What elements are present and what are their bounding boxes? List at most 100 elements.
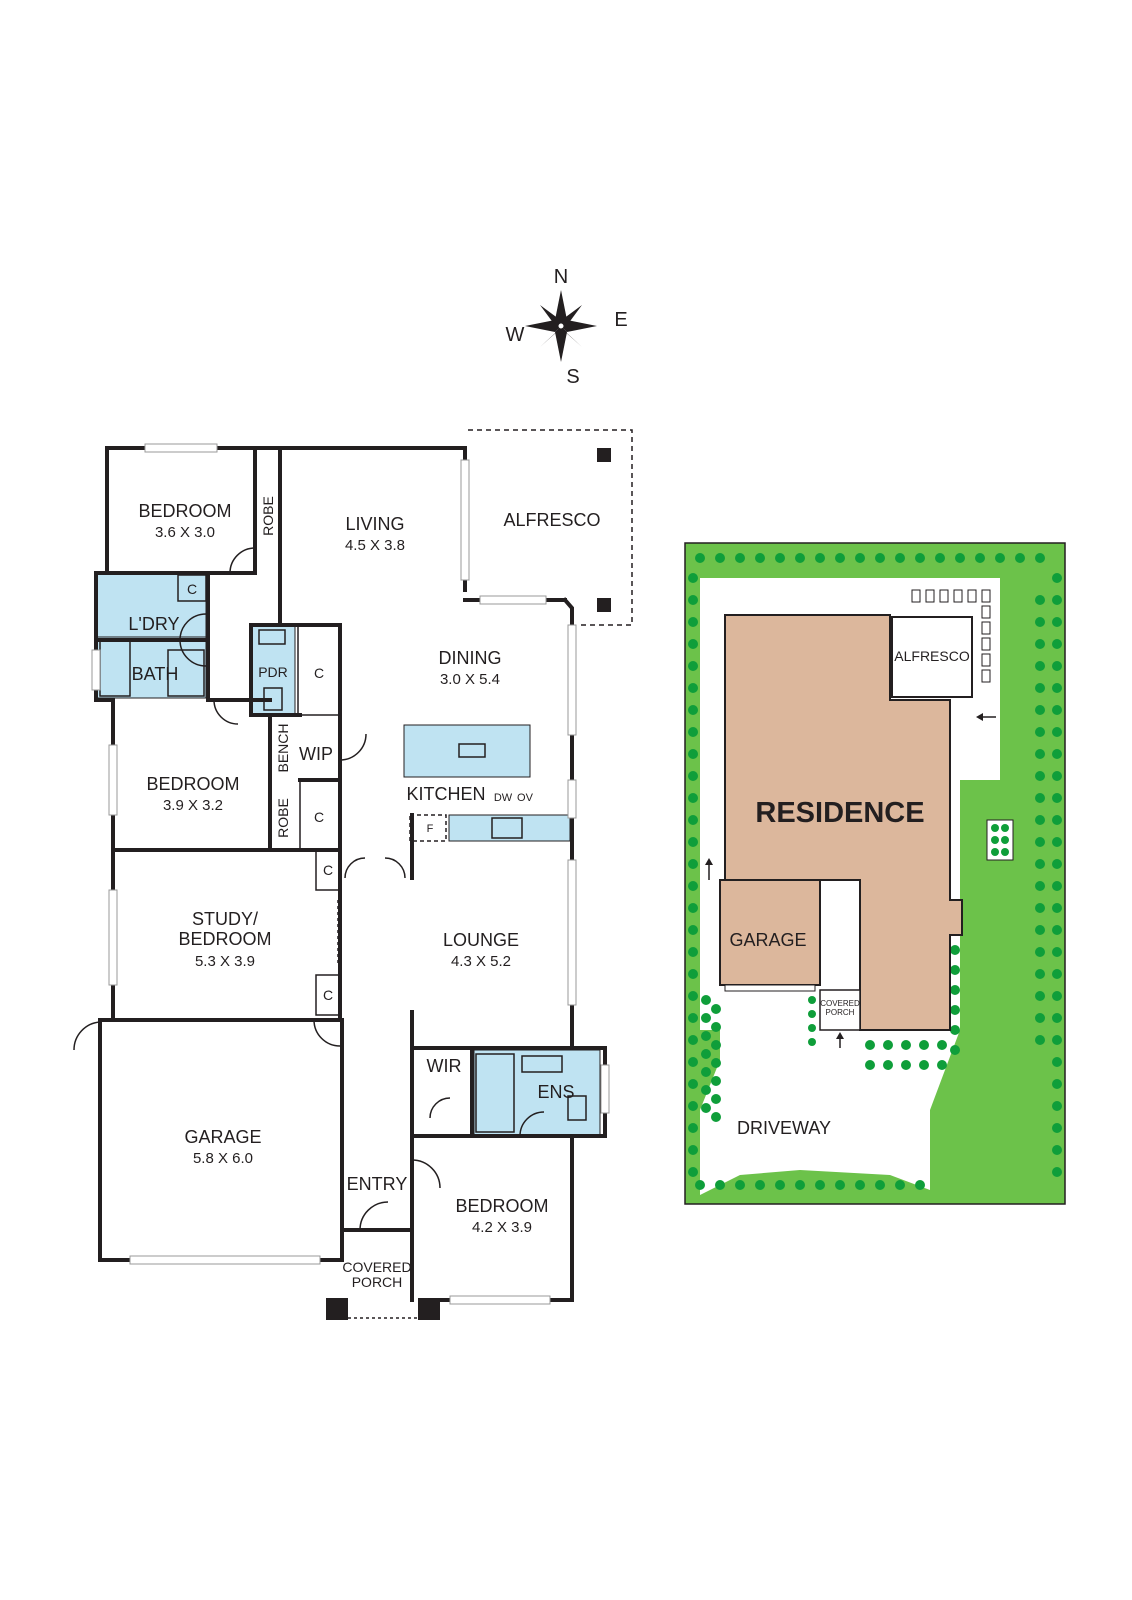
shrub	[688, 859, 698, 869]
oven-label: OV	[517, 792, 534, 804]
door-ens	[519, 1111, 545, 1137]
shrub	[875, 553, 885, 563]
shrub	[815, 553, 825, 563]
bedroom1-dims: 3.6 X 3.0	[155, 524, 215, 541]
shrub	[688, 727, 698, 737]
alfresco-outline	[468, 429, 633, 626]
shrub	[1035, 969, 1045, 979]
outer-wall-east	[418, 597, 607, 1302]
closet-laundry	[177, 574, 207, 602]
window-bath	[91, 649, 101, 691]
shrub	[701, 1085, 711, 1095]
shrub	[701, 1103, 711, 1113]
shrub	[688, 1123, 698, 1133]
entry-label: ENTRY	[347, 1174, 408, 1194]
robe2-closet-label: C	[314, 809, 324, 825]
door-bath	[179, 639, 207, 667]
site-porch	[819, 989, 861, 1031]
shrub	[688, 903, 698, 913]
compass-west: W	[506, 324, 525, 346]
compass-south: S	[566, 366, 579, 388]
shrub	[688, 1079, 698, 1089]
shrub	[688, 617, 698, 627]
shrub	[1052, 1145, 1062, 1155]
shrub	[835, 553, 845, 563]
shrub	[688, 573, 698, 583]
shrub	[701, 1031, 711, 1041]
closet-study-bottom	[315, 974, 341, 1016]
compass-rose: N E S W	[506, 266, 628, 388]
wip-label: WIP	[299, 744, 333, 764]
shower-icon	[167, 649, 205, 697]
porch-label-line1: COVERED	[342, 1259, 411, 1275]
bedroom2-dims: 3.9 X 3.2	[163, 797, 223, 814]
shrub	[1052, 595, 1062, 605]
shrub	[1052, 1013, 1062, 1023]
shrub	[688, 661, 698, 671]
shrub	[1052, 969, 1062, 979]
alfresco-label: ALFRESCO	[503, 510, 600, 530]
shrub	[1035, 727, 1045, 737]
shrub	[688, 969, 698, 979]
study-label-line1: STUDY/	[192, 909, 258, 929]
shrub	[1035, 837, 1045, 847]
shrub	[950, 1045, 960, 1055]
shrub	[895, 1180, 905, 1190]
shrub	[835, 1180, 845, 1190]
site-alfresco-label: ALFRESCO	[894, 648, 970, 664]
shrub	[915, 1180, 925, 1190]
shrub	[1035, 771, 1045, 781]
site-alfresco	[891, 616, 973, 698]
shrub	[1052, 1035, 1062, 1045]
bedroom3-label: BEDROOM	[455, 1196, 548, 1216]
window-living-alfresco	[460, 459, 470, 581]
shrub	[955, 553, 965, 563]
basin-ens-icon	[521, 1055, 563, 1073]
shrub	[815, 1180, 825, 1190]
toilet-ens-icon	[567, 1095, 587, 1121]
shrub	[1052, 617, 1062, 627]
site-planter	[986, 819, 1014, 861]
shrub	[711, 1040, 721, 1050]
shrub	[688, 639, 698, 649]
shrub	[1052, 749, 1062, 759]
shrub	[950, 1005, 960, 1015]
robe2-label: ROBE	[275, 798, 291, 838]
shrub	[1035, 639, 1045, 649]
window-living-south	[479, 595, 547, 605]
shrub	[1035, 815, 1045, 825]
side-arrow-icon	[705, 858, 713, 880]
robe1-label: ROBE	[260, 496, 276, 536]
shrub	[711, 1022, 721, 1032]
shrub	[735, 1180, 745, 1190]
shrub	[688, 837, 698, 847]
shrub	[855, 1180, 865, 1190]
bedroom2-label: BEDROOM	[146, 774, 239, 794]
study-label-line2: BEDROOM	[178, 929, 271, 949]
bath-label: BATH	[132, 664, 179, 684]
shrub	[1052, 705, 1062, 715]
shrub	[937, 1060, 947, 1070]
shrub	[688, 683, 698, 693]
bath-area	[95, 636, 207, 699]
shrub	[919, 1040, 929, 1050]
door-garage-internal	[313, 1019, 341, 1047]
window-kitchen	[567, 779, 577, 819]
shrub	[1035, 903, 1045, 913]
shrub	[1052, 837, 1062, 847]
shrub	[1035, 925, 1045, 935]
study-dims: 5.3 X 3.9	[195, 953, 255, 970]
shrub	[1052, 859, 1062, 869]
bedroom1-label: BEDROOM	[138, 501, 231, 521]
shrub	[715, 1180, 725, 1190]
shrub	[995, 553, 1005, 563]
shrub	[688, 1057, 698, 1067]
shrub	[1052, 727, 1062, 737]
shrub	[1035, 661, 1045, 671]
shrub	[1035, 749, 1045, 759]
pdr-label: PDR	[258, 664, 288, 680]
basin-pdr-icon	[258, 629, 286, 645]
shrub	[755, 553, 765, 563]
shrub	[950, 965, 960, 975]
